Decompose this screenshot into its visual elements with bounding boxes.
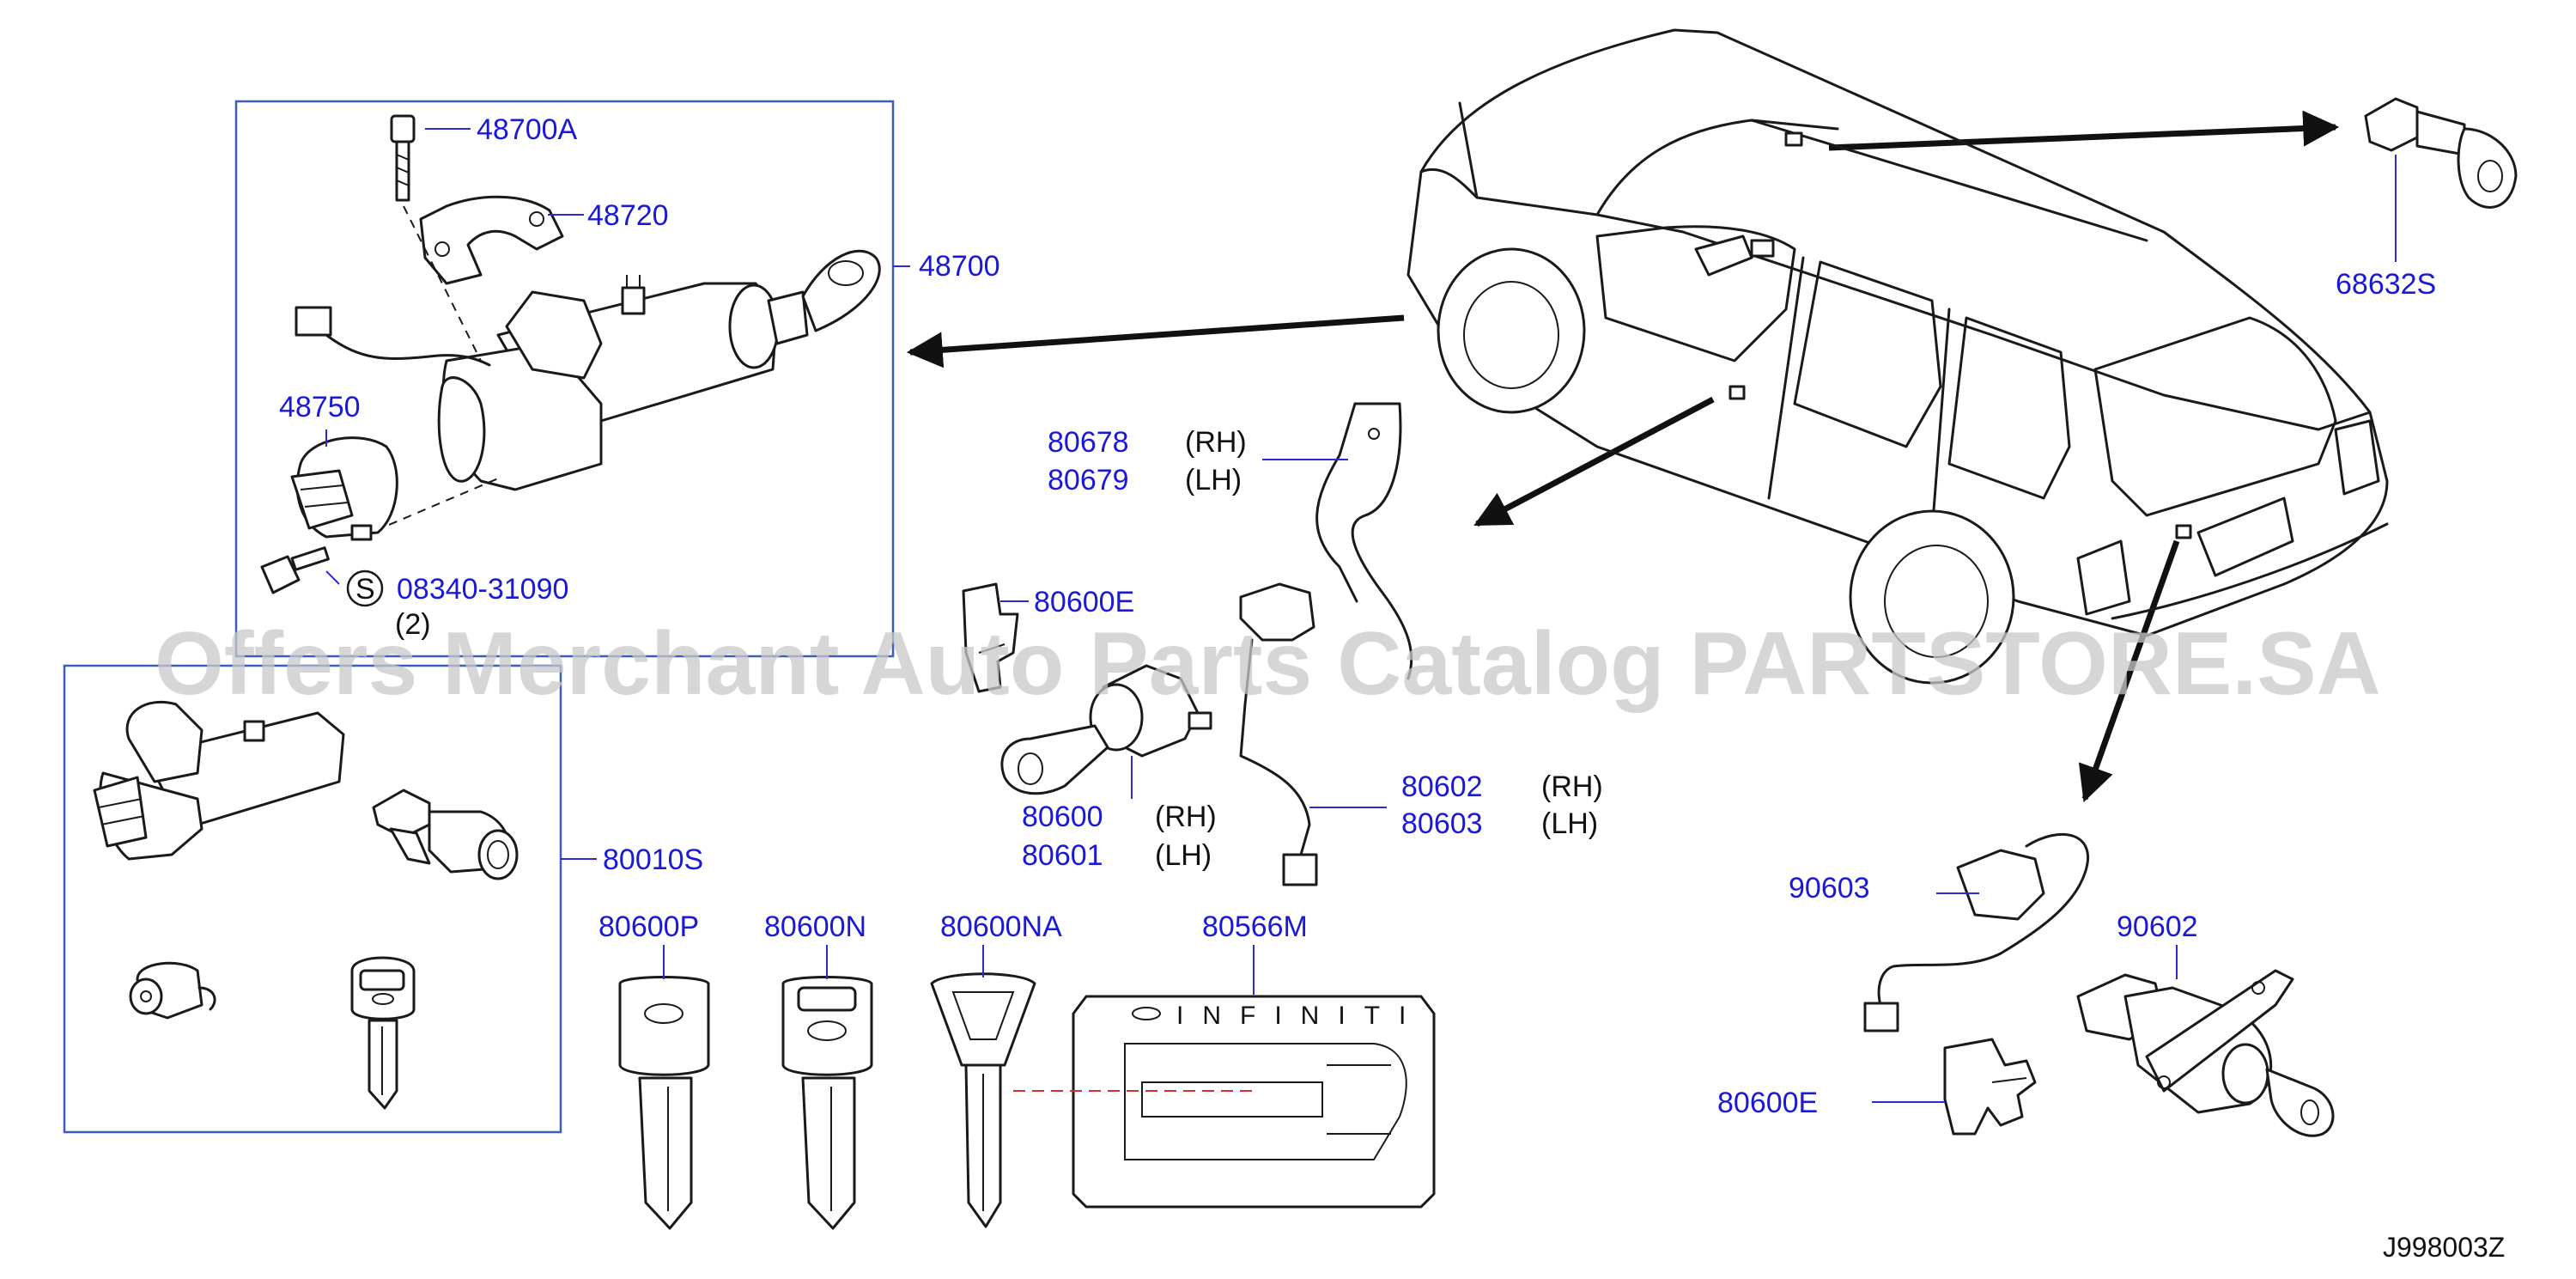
arrow-to-hatch-lock <box>1828 110 2340 151</box>
label-80679: 80679 <box>1048 464 1129 496</box>
label-48720: 48720 <box>587 199 669 232</box>
door-rod <box>1351 402 1413 680</box>
label-80603-lh: (LH) <box>1541 807 1598 840</box>
arrow-to-door-parts <box>1473 396 1715 527</box>
door-switch-80602 <box>1239 582 1318 886</box>
label-08340-31090: 08340-31090 <box>397 573 568 606</box>
rear-switch-90603 <box>1863 832 2089 1032</box>
label-80566m: 80566M <box>1202 911 1308 943</box>
label-90603: 90603 <box>1789 872 1870 904</box>
key-card-80566m: INFINITI <box>1072 995 1436 1209</box>
label-80602: 80602 <box>1401 770 1483 803</box>
label-80600n: 80600N <box>764 911 866 943</box>
door-clip-80600e <box>962 582 1019 693</box>
label-80678-rh: (RH) <box>1185 426 1247 459</box>
kit-door-cylinder <box>372 789 519 880</box>
key-80600n <box>781 976 873 1230</box>
arrow-to-rear-parts <box>2078 539 2180 802</box>
label-80010s: 80010S <box>603 844 703 876</box>
watermark: Offers Merchant Auto Parts Catalog PARTS… <box>155 614 2381 714</box>
screw-qty: (2) <box>395 608 431 641</box>
key-80600p <box>618 976 710 1230</box>
key-80600na <box>930 972 1036 1228</box>
label-80601-lh: (LH) <box>1155 839 1212 872</box>
arrow-to-ignition <box>906 314 1405 368</box>
label-80601: 80601 <box>1022 839 1103 872</box>
symbol-circle <box>346 569 384 607</box>
label-80602-rh: (RH) <box>1541 770 1603 803</box>
label-80679-lh: (LH) <box>1185 464 1242 496</box>
label-80678: 80678 <box>1048 426 1129 459</box>
hatch-lock-68632s <box>2364 97 2518 209</box>
screw-08340 <box>260 546 330 594</box>
diagram-code: J998003Z <box>2383 1232 2505 1263</box>
ignition-switch-48750 <box>290 436 398 541</box>
ignition-harness <box>295 306 491 367</box>
label-48750: 48750 <box>279 391 361 423</box>
ignition-assembly-box <box>234 100 895 658</box>
kit-steering-lock <box>93 700 345 861</box>
label-80600na: 80600NA <box>940 911 1062 943</box>
label-90602: 90602 <box>2117 911 2198 943</box>
label-80600: 80600 <box>1022 801 1103 833</box>
lock-kit-box <box>63 664 562 1134</box>
kit-small-cylinder <box>129 961 216 1020</box>
clamp-48720 <box>419 195 564 285</box>
door-cylinder-80600 <box>1000 664 1212 795</box>
label-80603: 80603 <box>1401 807 1483 840</box>
label-80600e-rear: 80600E <box>1717 1087 1818 1119</box>
label-80600p: 80600P <box>598 911 699 943</box>
steering-lock-body <box>437 249 881 491</box>
label-48700a: 48700A <box>477 113 578 146</box>
rear-clip-80600e <box>1943 1038 2037 1136</box>
label-68632s: 68632S <box>2336 268 2436 301</box>
kit-key <box>350 956 416 1110</box>
screw-symbol: S <box>355 573 375 606</box>
label-80600-rh: (RH) <box>1155 801 1217 833</box>
key-card-text: INFINITI <box>1176 1002 1425 1030</box>
rear-cylinder-90602 <box>2076 969 2335 1137</box>
bolt-48700a <box>390 114 416 202</box>
suv-illustration <box>1406 28 2389 685</box>
label-80600e-door: 80600E <box>1034 586 1134 618</box>
label-48700: 48700 <box>919 250 1000 283</box>
